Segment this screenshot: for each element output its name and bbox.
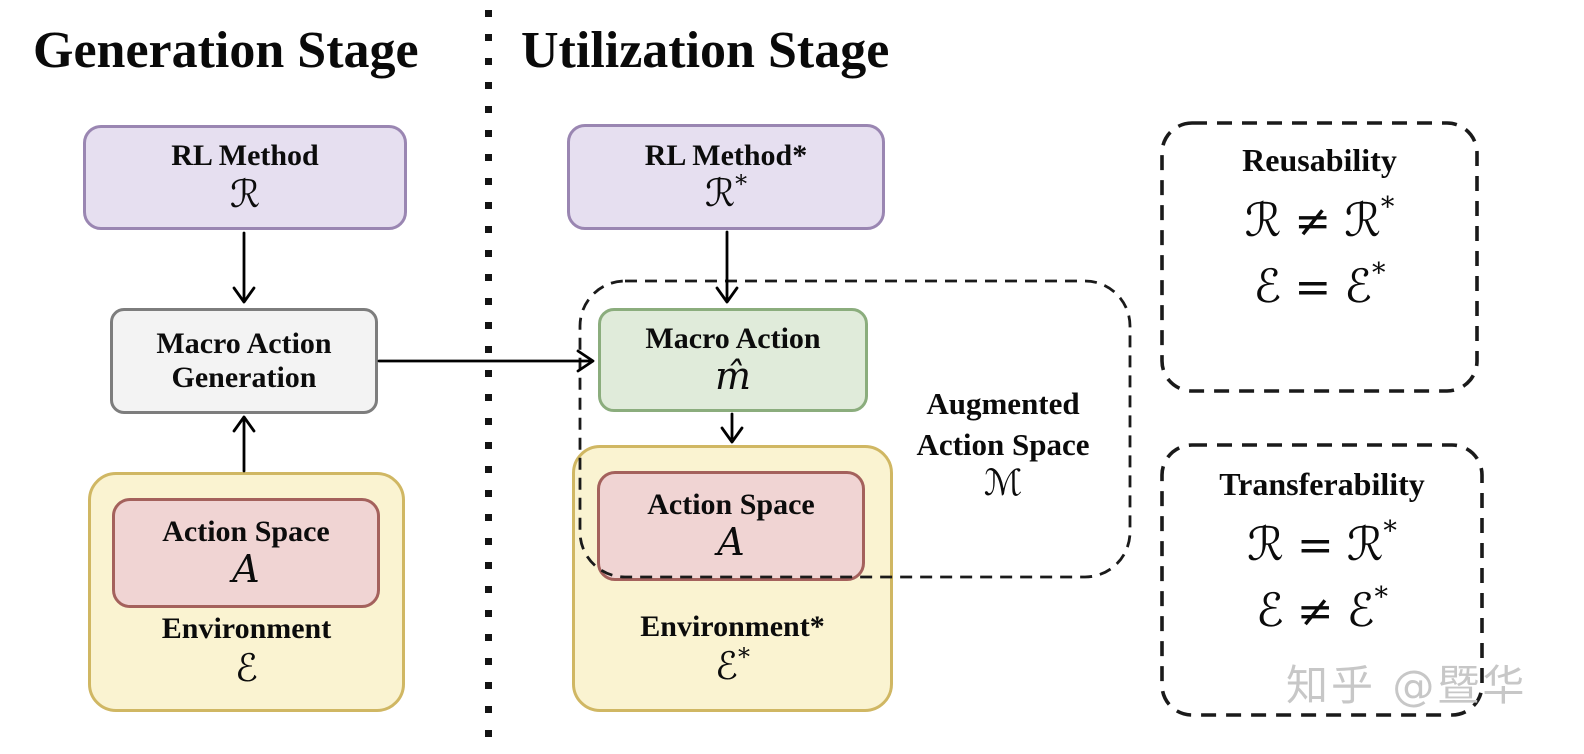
environment-label-generation: Environment ℰ: [88, 612, 405, 690]
action-space-symbol: A: [717, 520, 745, 565]
environment-star-symbol-sup: *: [738, 642, 750, 671]
rl-method-star-box-utilization: RL Method* ℛ*: [567, 124, 885, 230]
rl-method-symbol: ℛ: [229, 171, 261, 216]
macro-action-label: Macro Action: [645, 322, 821, 356]
macro-action-generation-box: Macro Action Generation: [110, 308, 378, 414]
watermark-text: 知乎 @暨华: [1286, 661, 1528, 710]
eq-rhs-sup: *: [1383, 516, 1397, 548]
eq-lhs: ℰ: [1255, 582, 1284, 637]
action-space-label: Action Space: [647, 487, 815, 521]
eq-lhs: ℰ: [1253, 258, 1282, 313]
arrow-rl-method-to-macro-action-generation: [232, 231, 256, 304]
eq-lhs: ℛ: [1247, 517, 1284, 572]
transferability-eq1: ℛ=ℛ*: [1247, 512, 1397, 577]
eq-rhs: ℰ: [1346, 582, 1375, 637]
macro-action-generation-line2: Generation: [171, 361, 317, 394]
eq-op: =: [1294, 261, 1332, 313]
eq-op: ≠: [1294, 196, 1332, 248]
reusability-eq2: ℰ=ℰ*: [1253, 254, 1385, 319]
environment-label: Environment: [161, 612, 332, 645]
rl-method-box-generation: RL Method ℛ: [83, 125, 407, 230]
environment-symbol: ℰ: [234, 645, 258, 690]
augmented-line2: Action Space: [916, 426, 1090, 462]
stage-divider-dotted-line: [485, 10, 492, 754]
reusability-eq1: ℛ≠ℛ*: [1245, 188, 1395, 253]
eq-rhs: ℰ: [1344, 258, 1373, 313]
action-space-box-utilization: Action Space A: [597, 471, 865, 581]
eq-rhs: ℛ: [1344, 193, 1381, 248]
eq-rhs: ℛ: [1346, 517, 1384, 572]
augmented-symbol: ℳ: [983, 462, 1023, 504]
arrow-macro-action-to-action-space: [720, 412, 744, 444]
eq-rhs-sup: *: [1374, 581, 1389, 613]
macro-action-box: Macro Action m̂: [598, 308, 868, 412]
eq-op: =: [1296, 520, 1334, 572]
rl-method-star-symbol: ℛ: [704, 171, 736, 216]
environment-star-label: Environment*: [640, 610, 825, 643]
transferability-title: Transferability: [1219, 466, 1425, 502]
action-space-label: Action Space: [162, 514, 330, 548]
rl-method-star-symbol-sup: *: [735, 170, 748, 199]
environment-star-symbol: ℰ: [714, 643, 738, 688]
utilization-stage-title: Utilization Stage: [521, 22, 890, 79]
reusability-title: Reusability: [1242, 142, 1397, 178]
action-space-box-generation: Action Space A: [112, 498, 380, 608]
rl-method-label: RL Method: [171, 139, 319, 173]
eq-rhs-sup: *: [1380, 192, 1395, 224]
augmented-action-space-label: Augmented Action Space ℳ: [888, 384, 1118, 502]
arrow-rl-method-star-to-macro-action: [715, 230, 739, 304]
transferability-eq2: ℰ≠ℰ*: [1256, 578, 1388, 643]
rl-method-star-label: RL Method*: [644, 138, 808, 172]
eq-op: ≠: [1296, 585, 1334, 637]
action-space-symbol: A: [232, 547, 260, 592]
arrow-environment-to-macro-action-generation: [232, 415, 256, 473]
eq-rhs-sup: *: [1372, 257, 1386, 289]
generation-stage-title: Generation Stage: [33, 22, 419, 79]
reusability-box: Reusability ℛ≠ℛ* ℰ=ℰ*: [1162, 123, 1477, 411]
environment-star-label-utilization: Environment* ℰ*: [572, 610, 893, 688]
macro-action-symbol: m̂: [714, 353, 752, 398]
augmented-line1: Augmented: [926, 386, 1080, 421]
eq-lhs: ℛ: [1244, 193, 1282, 248]
macro-action-generation-line1: Macro Action: [156, 327, 332, 361]
